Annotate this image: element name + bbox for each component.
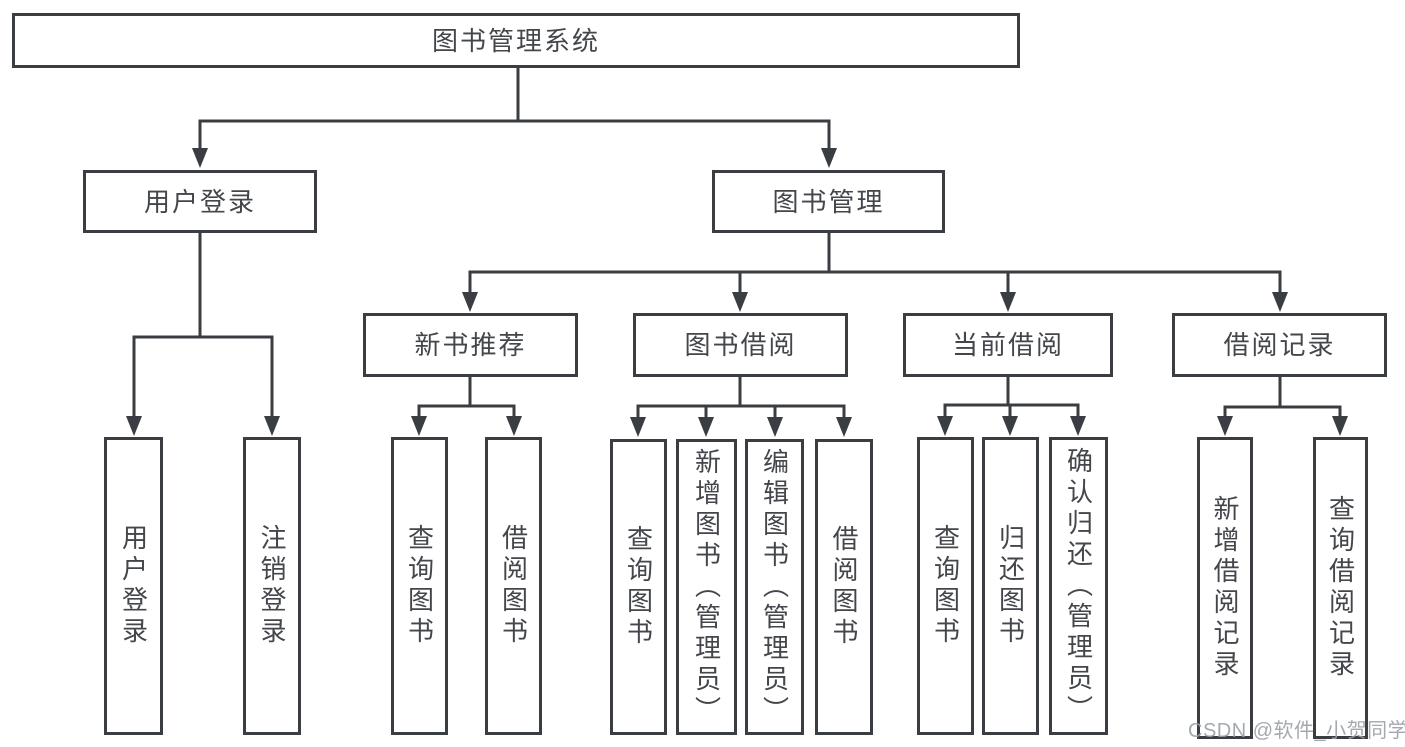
node-leaf-logout: 注销登录 xyxy=(243,437,301,735)
node-leaf-confirm-return-admin: 确认归还（管理员） xyxy=(1049,437,1108,735)
node-book-borrowing: 图书借阅 xyxy=(633,313,848,377)
node-leaf-edit-books-admin: 编辑图书（管理员） xyxy=(745,439,804,735)
node-new-book-recommendation: 新书推荐 xyxy=(363,313,578,377)
node-leaf-query-books-borrowing: 查询图书 xyxy=(610,439,667,735)
node-leaf-query-books-recommend: 查询图书 xyxy=(391,437,448,735)
node-leaf-borrow-books-borrowing: 借阅图书 xyxy=(815,439,873,735)
node-leaf-add-books-admin: 新增图书（管理员） xyxy=(676,439,737,735)
node-leaf-user-login: 用户登录 xyxy=(104,437,163,735)
csdn-watermark: CSDN @软件_小贺同学 xyxy=(1188,720,1405,742)
node-book-management: 图书管理 xyxy=(712,170,945,233)
node-user-login: 用户登录 xyxy=(83,170,317,233)
node-library-management-system: 图书管理系统 xyxy=(12,13,1020,68)
node-leaf-borrow-books-recommend: 借阅图书 xyxy=(485,437,542,735)
node-borrowing-records: 借阅记录 xyxy=(1172,313,1387,377)
node-current-borrowing: 当前借阅 xyxy=(903,313,1113,377)
node-leaf-query-borrow-record: 查询借阅记录 xyxy=(1313,437,1368,739)
node-leaf-query-books-current: 查询图书 xyxy=(917,437,974,735)
node-leaf-add-borrow-record: 新增借阅记录 xyxy=(1197,437,1253,739)
node-leaf-return-books: 归还图书 xyxy=(982,437,1039,735)
